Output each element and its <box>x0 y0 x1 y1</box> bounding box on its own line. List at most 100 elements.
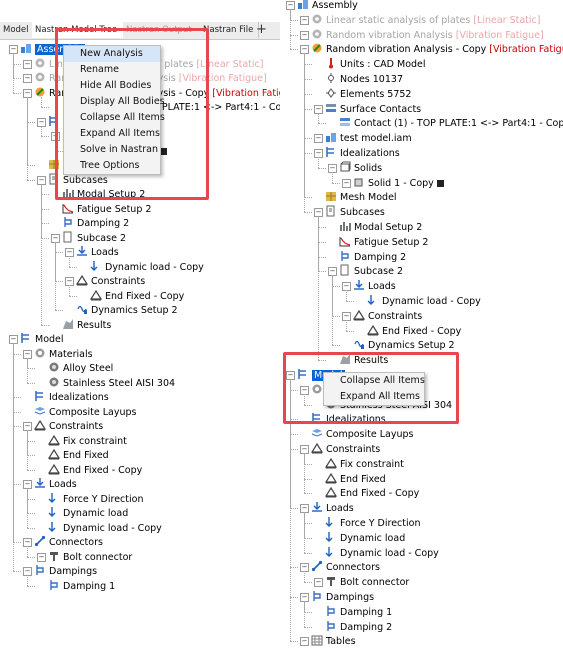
tree-item-fix-constraint[interactable]: Fix constraint <box>47 434 127 448</box>
analysis-icon <box>311 28 323 40</box>
tree-item-end-fixed-copy[interactable]: End Fixed - Copy <box>366 324 461 338</box>
tree-item-connectors[interactable]: Connectors <box>34 535 103 549</box>
tree-item-contact-1-top-plate-1-part4-1-copy[interactable]: Contact (1) - TOP PLATE:1 <-> Part4:1 - … <box>339 116 563 130</box>
tree-item-units-cad-model[interactable]: Units : CAD Model <box>325 57 426 71</box>
tree-item-loads[interactable]: Loads <box>311 501 354 515</box>
tree-item-dynamics-setup-2[interactable]: Dynamics Setup 2 <box>353 338 455 352</box>
tree-item-modal-setup-2[interactable]: Modal Setup 2 <box>62 187 145 201</box>
tree-item-end-fixed-copy[interactable]: End Fixed - Copy <box>89 289 184 303</box>
tree-item-materials[interactable]: Materials <box>34 347 93 361</box>
tree-item-end-fixed-copy[interactable]: End Fixed - Copy <box>324 486 419 500</box>
collapse-toggle-icon[interactable]: − <box>300 637 309 647</box>
tree-item-damping-2[interactable]: Damping 2 <box>339 250 406 264</box>
tree-item-end-fixed-copy[interactable]: End Fixed - Copy <box>47 463 142 477</box>
collapse-toggle-icon[interactable]: − <box>37 552 46 562</box>
tree-item-force-y-direction[interactable]: Force Y Direction <box>325 516 420 530</box>
menu-item-expand-all-items[interactable]: Expand All Items <box>80 128 160 139</box>
tree-item-damping-1[interactable]: Damping 1 <box>48 579 115 593</box>
tree-item-damping-1[interactable]: Damping 1 <box>325 605 392 619</box>
menu-item-new-analysis[interactable]: New Analysis <box>64 46 160 62</box>
tree-item-composite-layups[interactable]: Composite Layups <box>34 405 136 419</box>
tree-item-constraints[interactable]: Constraints <box>352 309 422 323</box>
tree-item-random-vibration-analysis[interactable]: Random vibration Analysis[Vibration Fati… <box>311 28 544 42</box>
menu-item-hide-all-bodies[interactable]: Hide All Bodies <box>80 80 152 91</box>
add-tab-icon[interactable]: + <box>256 22 267 37</box>
tree-item-label: Damping 1 <box>63 580 116 592</box>
collapse-toggle-icon[interactable]: − <box>342 178 351 188</box>
tree-item-subcases[interactable]: Subcases <box>325 205 385 219</box>
tree-item-fatigue-setup-2[interactable]: Fatigue Setup 2 <box>62 202 151 216</box>
collapse-toggle-icon[interactable]: − <box>314 134 323 144</box>
tree-connector <box>304 611 312 613</box>
menu-item-solve-in-nastran[interactable]: Solve in Nastran <box>80 144 158 155</box>
menu-item-collapse-all-items[interactable]: Collapse All Items <box>340 375 425 386</box>
tree-item-loads[interactable]: Loads <box>34 477 77 491</box>
collapse-toggle-icon[interactable]: − <box>23 74 32 83</box>
tree-item-connectors[interactable]: Connectors <box>311 560 380 574</box>
tree-item-bolt-connector[interactable]: Bolt connector <box>325 575 409 589</box>
tree-item-tables[interactable]: Tables <box>311 634 356 648</box>
tree-item-idealizations[interactable]: Idealizations <box>34 390 109 404</box>
tree-item-damping-2[interactable]: Damping 2 <box>62 216 129 230</box>
tree-item-end-fixed[interactable]: End Fixed <box>47 448 109 462</box>
tab-nastran-model-tree[interactable]: Nastran Model Tree <box>32 22 125 38</box>
tree-item-assembly[interactable]: Assembly <box>20 42 85 56</box>
menu-item-expand-all-items[interactable]: Expand All Items <box>340 391 420 402</box>
menu-item-display-all-bodies[interactable]: Display All Bodies <box>80 96 165 107</box>
collapse-toggle-icon[interactable]: − <box>300 30 309 40</box>
tree-item-constraints[interactable]: Constraints <box>33 419 103 433</box>
tree-item-damping-2[interactable]: Damping 2 <box>325 620 392 634</box>
menu-item-collapse-all-items[interactable]: Collapse All Items <box>80 112 165 123</box>
tree-item-composite-layups[interactable]: Composite Layups <box>311 427 413 441</box>
tree-connector <box>41 194 49 195</box>
tree-item-force-y-direction[interactable]: Force Y Direction <box>48 492 143 506</box>
tree-item-modal-setup-2[interactable]: Modal Setup 2 <box>339 220 422 234</box>
tree-item-dampings[interactable]: Dampings <box>34 564 97 578</box>
tree-item-results[interactable]: Results <box>339 353 388 367</box>
collapse-toggle-icon[interactable]: − <box>300 15 309 25</box>
tree-item-dynamic-load[interactable]: Dynamic load <box>325 531 405 545</box>
tab-model[interactable]: Model <box>0 22 34 38</box>
tree-item-fatigue-setup-2[interactable]: Fatigue Setup 2 <box>339 235 428 249</box>
tree-item-elements-5752[interactable]: Elements 5752 <box>325 87 411 101</box>
tree-item-mesh-model[interactable]: Mesh Model <box>325 190 397 204</box>
tree-item-alloy-steel[interactable]: Alloy Steel <box>48 361 113 375</box>
tree-connector <box>55 252 63 253</box>
tree-item-solid-1-copy[interactable]: Solid 1 - Copy <box>353 176 444 190</box>
tree-item-idealizations[interactable]: Idealizations <box>325 146 400 160</box>
tab-nastran-file[interactable]: Nastran File <box>200 22 259 38</box>
tree-item-dynamic-load-copy[interactable]: Dynamic load - Copy <box>90 260 204 274</box>
tree-connector <box>304 478 312 480</box>
tree-item-linear-static-analysis-of-plates[interactable]: Linear static analysis of plates[Linear … <box>311 13 540 27</box>
tree-item-end-fixed[interactable]: End Fixed <box>324 472 386 486</box>
tree-item-dynamics-setup-2[interactable]: Dynamics Setup 2 <box>76 303 178 317</box>
tree-item-loads[interactable]: Loads <box>76 245 119 259</box>
tree-item-stainless-steel-aisi-304[interactable]: Stainless Steel AISI 304 <box>48 376 175 390</box>
tree-item-idealizations[interactable]: Idealizations <box>311 412 386 426</box>
tree-item-subcase-2[interactable]: Subcase 2 <box>339 264 403 278</box>
tree-item-nodes-10137[interactable]: Nodes 10137 <box>325 72 403 86</box>
tree-item-model[interactable]: Model <box>20 332 64 346</box>
tree-item-dynamic-load[interactable]: Dynamic load <box>48 506 128 520</box>
tree-item-results[interactable]: Results <box>62 318 111 332</box>
tree-item-bolt-connector[interactable]: Bolt connector <box>48 550 132 564</box>
menu-item-tree-options[interactable]: Tree Options <box>80 160 140 171</box>
tree-item-surface-contacts[interactable]: Surface Contacts <box>325 102 421 116</box>
tree-item-dynamic-load-copy[interactable]: Dynamic load - Copy <box>325 546 439 560</box>
collapse-toggle-icon[interactable]: − <box>23 59 32 69</box>
tree-item-fix-constraint[interactable]: Fix constraint <box>324 457 404 471</box>
tree-item-subcase-2[interactable]: Subcase 2 <box>62 231 126 245</box>
menu-item-rename[interactable]: Rename <box>80 64 119 75</box>
tree-item-solids[interactable]: Solids <box>339 161 382 175</box>
tree-item-dynamic-load-copy[interactable]: Dynamic load - Copy <box>367 294 481 308</box>
tree-item-constraints[interactable]: Constraints <box>310 442 380 456</box>
collapse-toggle-icon[interactable]: − <box>314 578 323 588</box>
tree-item-dynamic-load-copy[interactable]: Dynamic load - Copy <box>48 521 162 535</box>
tree-item-random-vibration-analysis-copy[interactable]: Random vibration Analysis - Copy[Vibrati… <box>311 42 563 56</box>
tree-item-constraints[interactable]: Constraints <box>75 274 145 288</box>
tree-item-loads[interactable]: Loads <box>353 279 396 293</box>
tab-nastran-output[interactable]: Nastran Output <box>123 22 203 38</box>
tree-item-test-model-iam[interactable]: test model.iam <box>325 131 412 145</box>
tree-item-assembly[interactable]: Assembly <box>297 0 358 12</box>
tree-item-dampings[interactable]: Dampings <box>311 590 374 604</box>
